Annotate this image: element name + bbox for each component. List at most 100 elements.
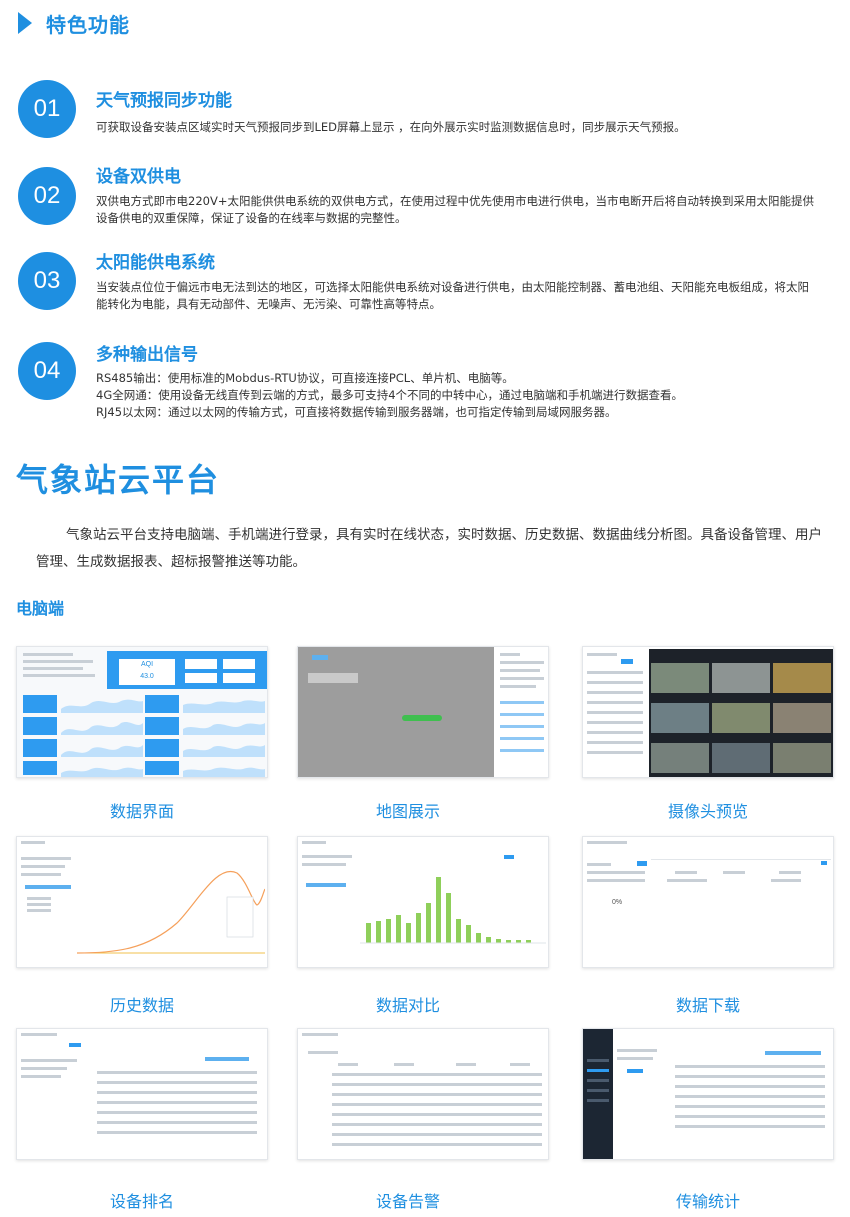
- screenshot-data-dashboard: AQI 43.0: [16, 646, 268, 778]
- mini-text: [500, 701, 544, 704]
- feature-desc: 双供电方式即市电220V+太阳能供供电系统的双供电方式，在使用过程中优先使用市电…: [96, 194, 814, 225]
- mini-text: [675, 1115, 825, 1118]
- mini-text: [21, 873, 61, 876]
- caption-alarm: 设备告警: [375, 1192, 440, 1211]
- mini-text: [97, 1071, 257, 1074]
- mini-text: [97, 1081, 257, 1084]
- feature-desc: 可获取设备安装点区域实时天气预报同步到LED屏幕上显示 ，在向外展示实时监测数据…: [96, 120, 686, 134]
- mini-text: [500, 677, 544, 680]
- mini-text: [21, 1067, 67, 1070]
- mini-text: [587, 741, 643, 744]
- mini-text: [500, 661, 544, 664]
- sidebar-item: [587, 1089, 609, 1092]
- mini-text: [97, 1091, 257, 1094]
- aqi-label: AQI: [140, 661, 154, 668]
- mini-text: [587, 711, 643, 714]
- caption-camera: 摄像头预览: [667, 802, 748, 821]
- mini-text: [332, 1133, 542, 1136]
- divider: [651, 859, 831, 860]
- mini-text: [675, 871, 697, 874]
- history-line-chart: [77, 870, 265, 954]
- aqi-stat: [223, 673, 255, 683]
- ranking-filter: [205, 1057, 249, 1061]
- sidebar-item: [587, 1099, 609, 1102]
- mini-text: [771, 879, 801, 882]
- feature-desc: 当安装点位位于偏远市电无法到达的地区，可选择太阳能供电系统对设备进行供电，由太阳…: [96, 280, 809, 311]
- mini-text: [21, 1033, 57, 1036]
- camera-feed: [712, 703, 770, 733]
- mini-text: [587, 751, 643, 754]
- mini-text: [97, 1121, 257, 1124]
- caption-ranking: 设备排名: [109, 1192, 174, 1211]
- mini-text: [587, 879, 645, 882]
- compare-tab: [306, 883, 346, 887]
- mini-text: [302, 863, 346, 866]
- metric-tile: [145, 717, 179, 735]
- mini-text: [723, 871, 745, 874]
- mini-text: [332, 1073, 542, 1076]
- sidebar-item: [587, 1079, 609, 1082]
- mini-text: [675, 1085, 825, 1088]
- aqi-stat: [223, 659, 255, 669]
- caption-download: 数据下载: [675, 996, 740, 1015]
- compare-filter: [504, 855, 514, 859]
- mini-text: [332, 1123, 542, 1126]
- download-button: [637, 861, 647, 866]
- mini-text: [97, 1111, 257, 1114]
- aqi-box: AQI 43.0: [119, 659, 175, 685]
- screenshot-transmission: [582, 1028, 834, 1160]
- mini-text: [587, 701, 643, 704]
- ranking-tab: [69, 1043, 81, 1047]
- metric-tile: [145, 695, 179, 713]
- mini-text: [510, 1063, 530, 1066]
- caption-data-dashboard: 数据界面: [109, 802, 174, 821]
- download-icon: [821, 861, 827, 865]
- mini-text: [667, 879, 707, 882]
- feature-item: 03 太阳能供电系统 当安装点位位于偏远市电无法到达的地区，可选择太阳能供电系统…: [18, 250, 818, 320]
- feature-title: 设备双供电: [96, 167, 181, 187]
- mini-text: [500, 669, 540, 672]
- mini-text: [779, 871, 801, 874]
- caption-transmission: 传输统计: [675, 1192, 740, 1211]
- camera-feed: [712, 663, 770, 693]
- camera-grid: [649, 649, 833, 777]
- mini-text: [617, 1049, 657, 1052]
- map-area: [298, 647, 494, 777]
- mini-text: [675, 1105, 825, 1108]
- mini-text: [23, 653, 73, 656]
- feature-line: 4G全网通：使用设备无线直传到云端的方式，最多可支持4个不同的中转中心，通过电脑…: [96, 388, 684, 402]
- area-charts-left: [61, 699, 143, 777]
- mini-text: [587, 841, 627, 844]
- sidebar-item: [587, 1059, 609, 1062]
- mini-text: [587, 681, 643, 684]
- mini-text: [302, 1033, 338, 1036]
- mini-text: [332, 1083, 542, 1086]
- mini-text: [675, 1095, 825, 1098]
- screenshot-alarm: [297, 1028, 549, 1160]
- camera-feed: [773, 663, 831, 693]
- metric-tile: [23, 717, 57, 735]
- camera-feed: [712, 743, 770, 773]
- mini-text: [332, 1093, 542, 1096]
- map-marker: [402, 715, 442, 721]
- feature-number: 03: [18, 252, 76, 310]
- mini-text: [675, 1075, 825, 1078]
- mini-text: [500, 737, 544, 740]
- screenshot-ranking: [16, 1028, 268, 1160]
- mini-text: [302, 855, 352, 858]
- mini-text: [21, 841, 45, 844]
- play-arrow-icon: [18, 12, 32, 34]
- metric-tile: [23, 739, 57, 757]
- aqi-value: 43.0: [140, 673, 154, 680]
- mini-text: [97, 1101, 257, 1104]
- mini-text: [23, 667, 83, 670]
- aqi-panel: AQI 43.0: [107, 651, 267, 689]
- feature-item: 02 设备双供电 双供电方式即市电220V+太阳能供供电系统的双供电方式，在使用…: [18, 165, 818, 235]
- feature-number: 02: [18, 167, 76, 225]
- camera-feed: [651, 703, 709, 733]
- area-charts-right: [183, 700, 265, 777]
- feature-number: 01: [18, 80, 76, 138]
- mini-text: [500, 725, 544, 728]
- sidebar-item: [587, 1069, 609, 1072]
- mini-text: [27, 903, 51, 906]
